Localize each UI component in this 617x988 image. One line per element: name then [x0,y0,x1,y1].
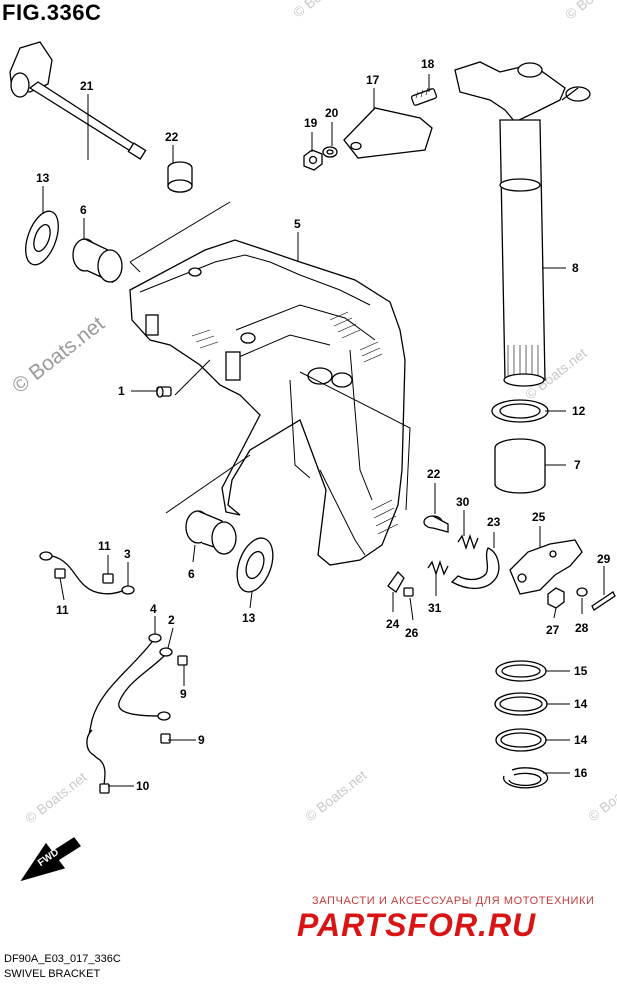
callout-30: 30 [456,495,470,509]
callout-28: 28 [575,621,589,635]
steering-shaft-part-8 [454,61,591,387]
washer-part-20 [322,146,338,158]
nut-part-19 [303,149,323,171]
callout-29: 29 [597,552,611,566]
ground-wire-part-3 [39,551,135,595]
callout-3: 3 [124,547,131,561]
nut-part-27 [547,587,565,609]
bushing-part-22-top [167,161,193,193]
bolt-part-11-b [102,573,114,584]
callout-21: 21 [80,79,94,93]
washer-part-28 [576,587,588,597]
pin-part-29 [591,591,616,611]
callout-2: 2 [168,613,175,627]
bolt-part-9-b [160,733,171,744]
bracket-part-17 [343,107,433,159]
callout-13b: 13 [242,611,256,625]
leader-lines [42,74,605,787]
callout-9a: 9 [180,687,187,701]
bolt-part-9-a [177,655,188,666]
link-part-23 [450,547,500,589]
bushing-part-6-top [72,238,123,284]
ring-part-15 [495,660,547,682]
callout-8: 8 [572,261,579,275]
callout-23: 23 [487,515,501,529]
callout-labels: 1 2 3 4 5 6 6 7 8 9 9 10 11 11 12 13 13 … [36,57,611,793]
figure-title: FIG.336C [2,0,102,25]
ground-wire-part-4 [86,633,162,787]
bolt-part-11-a [54,568,66,579]
fwd-arrow-icon: FWD [20,837,81,882]
spring-part-31 [427,559,449,577]
lever-part-25 [509,539,583,595]
callout-14b: 14 [574,733,588,747]
callout-11b: 11 [56,603,69,617]
callout-27: 27 [546,623,560,637]
callout-4: 4 [150,602,157,616]
bolt-part-10 [99,783,110,794]
leader-guides [129,201,411,514]
callout-22b: 22 [427,467,441,481]
spring-part-30 [457,533,479,551]
figure-code: DF90A_E03_017_336C [4,953,121,965]
callout-16: 16 [574,766,588,780]
callout-22a: 22 [165,130,179,144]
washer-part-12 [491,399,549,423]
callout-15: 15 [574,664,588,678]
callout-11a: 11 [98,539,111,553]
bolt-part-18 [410,87,438,106]
swivel-bracket-part-5 [129,239,406,566]
callout-5: 5 [294,217,301,231]
callout-25: 25 [532,510,546,524]
callout-31: 31 [428,601,442,615]
callout-19: 19 [304,116,318,130]
figure-name: SWIVEL BRACKET [4,968,101,980]
ring-part-14-b [495,728,547,752]
callout-24: 24 [386,617,400,631]
callout-6a: 6 [80,203,87,217]
callout-17: 17 [366,73,380,87]
washer-part-13-top [25,210,59,266]
promo-brand-logo: PARTSFOR.RU [297,907,537,943]
callout-18: 18 [421,57,435,71]
ground-wire-part-2 [118,647,173,721]
ring-part-14-a [494,692,548,716]
callout-7: 7 [574,458,581,472]
callout-6b: 6 [188,567,195,581]
callout-1: 1 [118,384,125,398]
grease-nipple-part-1 [156,386,172,398]
callout-20: 20 [325,106,339,120]
bushing-part-7 [494,438,546,494]
bushing-part-22-lower [423,515,449,533]
washer-part-13-bottom [236,537,274,593]
clip-part-24 [387,570,405,593]
callout-26: 26 [405,626,419,640]
callout-9b: 9 [198,733,205,747]
tilt-rod-part-21 [9,41,147,160]
callout-13a: 13 [36,171,50,185]
promo-tagline: ЗАПЧАСТИ И АКСЕССУАРЫ ДЛЯ МОТОТЕХНИКИ [312,895,595,907]
snap-ring-part-16 [502,767,549,789]
bushing-part-6-bottom [185,510,237,555]
callout-10: 10 [136,779,150,793]
callout-14a: 14 [574,697,588,711]
callout-12: 12 [572,404,586,418]
bolt-part-26 [403,587,414,597]
